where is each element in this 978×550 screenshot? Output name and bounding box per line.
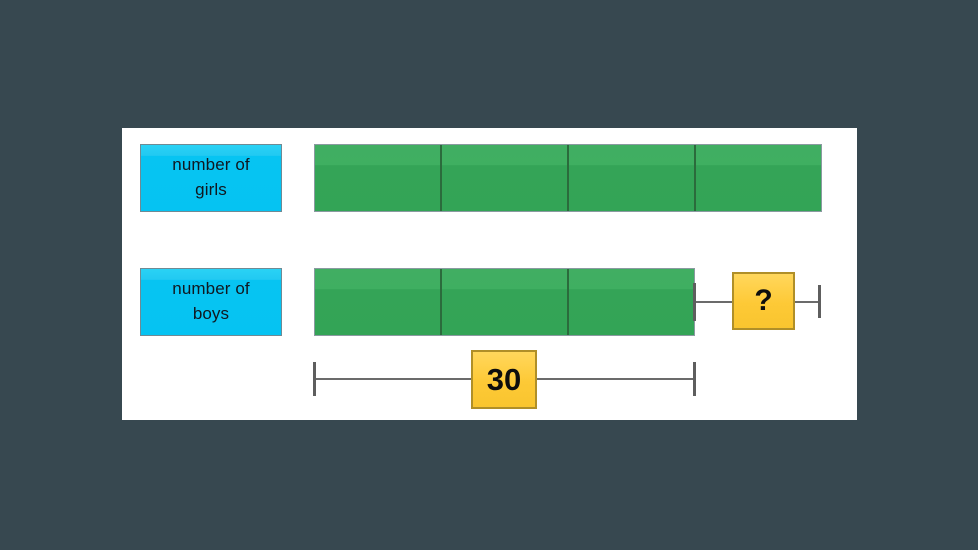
boys-label-line2: boys bbox=[192, 304, 230, 323]
bar-boys-segment-1 bbox=[315, 269, 442, 335]
bar-boys bbox=[314, 268, 695, 336]
bar-boys-segment-2 bbox=[442, 269, 569, 335]
total-tick-right bbox=[693, 362, 696, 396]
bar-girls-segment-2 bbox=[442, 145, 569, 211]
label-box-girls: number of girls bbox=[140, 144, 282, 212]
total-value-text: 30 bbox=[486, 362, 522, 397]
bar-girls-segment-4 bbox=[696, 145, 821, 211]
boys-label-line1: number of bbox=[172, 279, 250, 299]
difference-value-text: ? bbox=[754, 284, 773, 317]
difference-tick-left bbox=[693, 283, 696, 321]
difference-value-box: ? bbox=[732, 272, 795, 330]
difference-tick-right bbox=[818, 285, 821, 318]
bar-girls bbox=[314, 144, 822, 212]
girls-label-line2: girls bbox=[195, 180, 227, 199]
label-box-boys: number of boys bbox=[140, 268, 282, 336]
bar-boys-segment-3 bbox=[569, 269, 694, 335]
bar-girls-segment-1 bbox=[315, 145, 442, 211]
white-panel: number of girls number of boys bbox=[122, 128, 857, 420]
boys-label-text: number of boys bbox=[172, 277, 249, 326]
bar-girls-segment-3 bbox=[569, 145, 696, 211]
total-value-box: 30 bbox=[471, 350, 537, 409]
girls-label-text: number of girls bbox=[172, 153, 249, 202]
total-tick-left bbox=[313, 362, 316, 396]
girls-label-line1: number of bbox=[172, 155, 250, 175]
